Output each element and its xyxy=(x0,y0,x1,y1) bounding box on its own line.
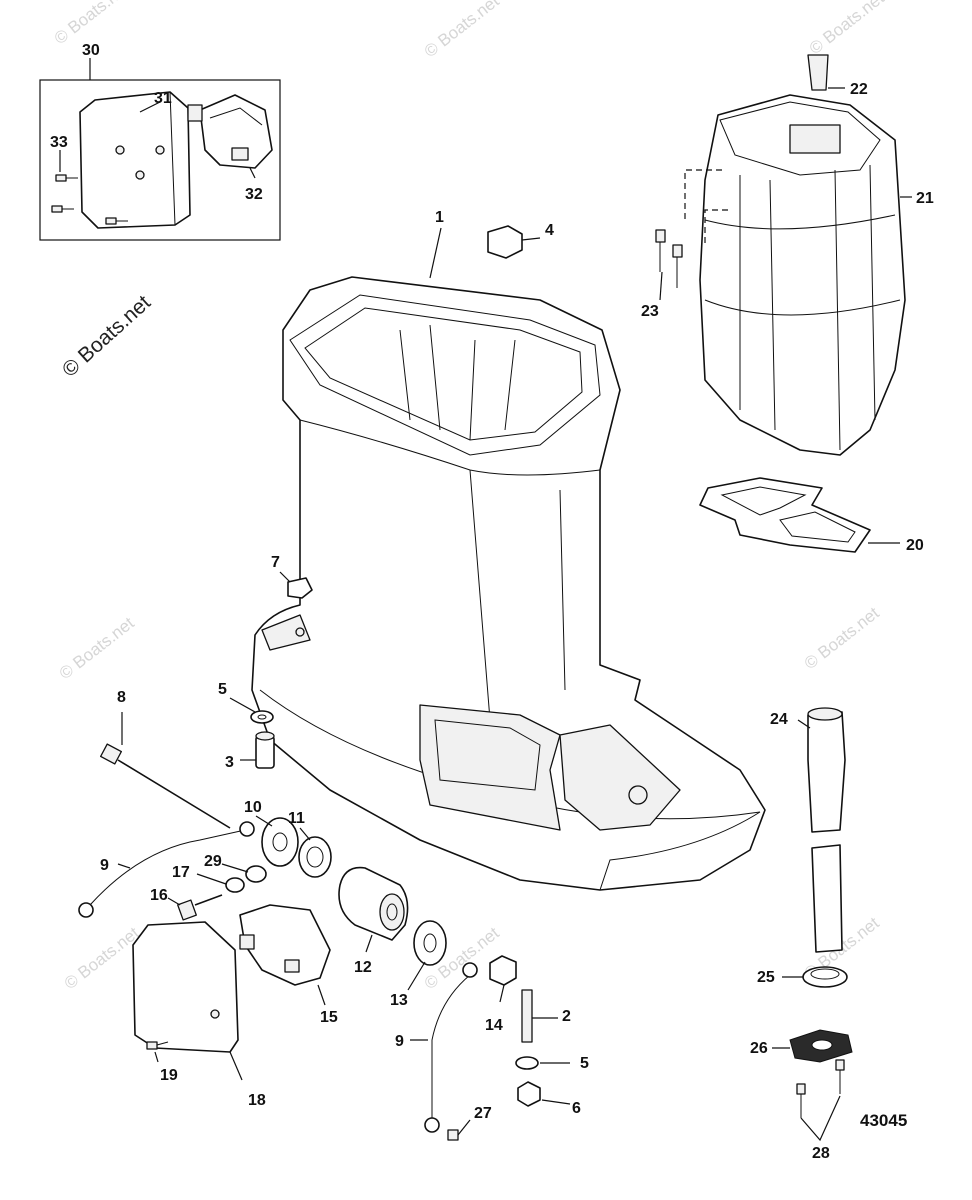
nut-14 xyxy=(489,955,517,986)
gasket xyxy=(699,477,871,553)
callout-3: 3 xyxy=(225,754,234,771)
callout-19: 19 xyxy=(160,1067,178,1084)
plug xyxy=(287,577,313,599)
callout-12: 12 xyxy=(354,959,372,976)
callout-2: 2 xyxy=(562,1008,571,1025)
watermark: © Boats.net xyxy=(801,603,883,673)
washer-11 xyxy=(298,836,332,878)
watermark: © Boats.net xyxy=(61,923,143,993)
callout-11: 11 xyxy=(288,810,305,827)
watermark: © Boats.net xyxy=(56,613,138,683)
callout-9: 9 xyxy=(100,857,109,874)
callout-22: 22 xyxy=(850,81,868,98)
watermark: © Boats.net xyxy=(51,0,133,48)
washer-13 xyxy=(413,920,447,966)
copyright-label: © Boats.net xyxy=(58,291,155,382)
callout-8: 8 xyxy=(117,689,126,706)
callout-6: 6 xyxy=(572,1100,581,1117)
driveshaft-housing xyxy=(251,276,766,891)
callout-20: 20 xyxy=(906,537,924,554)
callout-7: 7 xyxy=(271,554,280,571)
callout-5-lower: 5 xyxy=(580,1055,589,1072)
callout-21: 21 xyxy=(916,190,934,207)
long-bolt xyxy=(100,712,231,829)
callout-33: 33 xyxy=(50,134,68,151)
callout-labels: 1 2 3 4 5 5 6 7 8 9 9 10 11 12 13 14 15 … xyxy=(50,42,934,1162)
washer-29 xyxy=(245,865,267,883)
screw-19 xyxy=(146,1041,158,1050)
ground-strap xyxy=(78,821,255,918)
callout-23: 23 xyxy=(641,303,659,320)
callout-15: 15 xyxy=(320,1009,338,1026)
callout-31: 31 xyxy=(154,90,172,107)
bolt-16 xyxy=(177,894,223,921)
callout-26: 26 xyxy=(750,1040,768,1057)
watermark: © Boats.net xyxy=(421,0,503,61)
washer xyxy=(250,710,274,724)
bolts-23 xyxy=(655,229,683,301)
callout-5: 5 xyxy=(218,681,227,698)
ground-strap-lower xyxy=(410,962,478,1133)
washer-17 xyxy=(225,877,245,893)
callout-18: 18 xyxy=(248,1092,266,1109)
bolts-28 xyxy=(796,1059,845,1142)
nut-6 xyxy=(517,1081,541,1107)
mount-bracket xyxy=(239,904,331,986)
grommet xyxy=(487,225,523,259)
callout-25: 25 xyxy=(757,969,775,986)
inset-box xyxy=(39,58,281,241)
seal xyxy=(802,966,848,988)
callout-9-lower: 9 xyxy=(395,1033,404,1050)
washer-10 xyxy=(261,817,299,867)
stud xyxy=(521,989,533,1043)
callout-24: 24 xyxy=(770,711,788,728)
screen xyxy=(807,54,829,91)
callout-10: 10 xyxy=(244,799,262,816)
callout-14: 14 xyxy=(485,1017,503,1034)
water-tube xyxy=(807,707,846,953)
callout-1: 1 xyxy=(435,209,444,226)
bolt-3 xyxy=(240,731,275,769)
callout-30: 30 xyxy=(82,42,100,59)
callout-27: 27 xyxy=(474,1105,492,1122)
plate xyxy=(132,921,239,1053)
callout-32: 32 xyxy=(245,186,263,203)
callout-17: 17 xyxy=(172,864,190,881)
washer-5 xyxy=(515,1056,539,1070)
callout-29: 29 xyxy=(204,853,222,870)
exhaust-housing xyxy=(699,94,906,456)
diagram-reference-number: 43045 xyxy=(860,1111,907,1130)
callout-13: 13 xyxy=(390,992,408,1009)
watermark: © Boats.net xyxy=(806,0,888,58)
callout-4: 4 xyxy=(545,222,554,239)
screw-27 xyxy=(447,1129,459,1141)
callout-16: 16 xyxy=(150,887,168,904)
callout-28: 28 xyxy=(812,1145,830,1162)
rubber-mount xyxy=(338,866,409,953)
